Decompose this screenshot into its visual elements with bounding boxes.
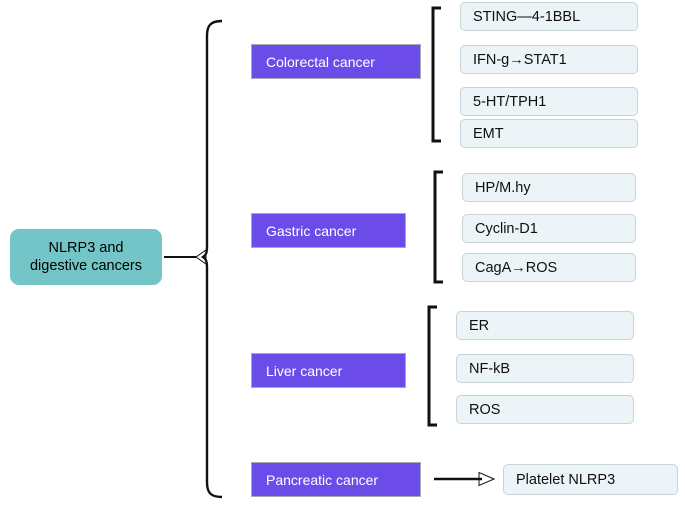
- colorectal-leaf-bracket: [431, 6, 441, 143]
- category-box-colorectal[interactable]: Colorectal cancer: [251, 44, 421, 79]
- main-brace-trunk: [200, 19, 223, 499]
- leaf-label-gastric-2: Cyclin-D1: [475, 220, 538, 237]
- leaf-box-liver-3[interactable]: ROS: [456, 395, 634, 424]
- leaf-label-pancreatic-1: Platelet NLRP3: [516, 471, 616, 488]
- gastric-leaf-bracket: [433, 170, 443, 284]
- category-box-pancreatic[interactable]: Pancreatic cancer: [251, 462, 421, 497]
- leaf-label-liver-3: ROS: [469, 401, 501, 418]
- leaf-box-liver-2[interactable]: NF-kB: [456, 354, 634, 383]
- leaf-box-pancreatic-1[interactable]: Platelet NLRP3: [503, 464, 678, 495]
- root-node-line2: digestive cancers: [29, 258, 143, 274]
- leaf-label-liver-2: NF-kB: [469, 360, 511, 377]
- leaf-box-liver-1[interactable]: ER: [456, 311, 634, 340]
- leaf-box-gastric-1[interactable]: HP/M.hy: [462, 173, 636, 202]
- leaf-label-liver-1: ER: [469, 317, 490, 334]
- leaf-label-gastric-3: CagA→ROS: [475, 259, 558, 276]
- category-box-liver[interactable]: Liver cancer: [251, 353, 406, 388]
- leaf-label-colorectal-2: IFN-g→STAT1: [473, 51, 567, 68]
- leaf-box-gastric-2[interactable]: Cyclin-D1: [462, 214, 636, 243]
- leaf-label-gastric-1: HP/M.hy: [475, 179, 531, 196]
- leaf-box-colorectal-1[interactable]: STING—4-1BBL: [460, 2, 638, 31]
- leaf-box-colorectal-3[interactable]: 5-HT/TPH1: [460, 87, 638, 116]
- leaf-box-colorectal-4[interactable]: EMT: [460, 119, 638, 148]
- category-box-gastric[interactable]: Gastric cancer: [251, 213, 406, 248]
- category-label-liver: Liver cancer: [266, 362, 343, 379]
- category-label-colorectal: Colorectal cancer: [266, 53, 375, 70]
- category-label-gastric: Gastric cancer: [266, 222, 357, 239]
- root-node-line1: NLRP3 and: [48, 240, 124, 256]
- root-node[interactable]: NLRP3 and digestive cancers: [10, 229, 162, 285]
- liver-leaf-bracket: [427, 305, 437, 427]
- main-brace-pointer: [195, 249, 207, 265]
- leaf-box-colorectal-2[interactable]: IFN-g→STAT1: [460, 45, 638, 74]
- leaf-box-gastric-3[interactable]: CagA→ROS: [462, 253, 636, 282]
- pancreatic-arrow-head: [478, 471, 496, 487]
- leaf-label-colorectal-1: STING—4-1BBL: [473, 8, 581, 25]
- category-label-pancreatic: Pancreatic cancer: [266, 471, 379, 488]
- leaf-label-colorectal-3: 5-HT/TPH1: [473, 93, 547, 110]
- leaf-label-colorectal-4: EMT: [473, 125, 504, 142]
